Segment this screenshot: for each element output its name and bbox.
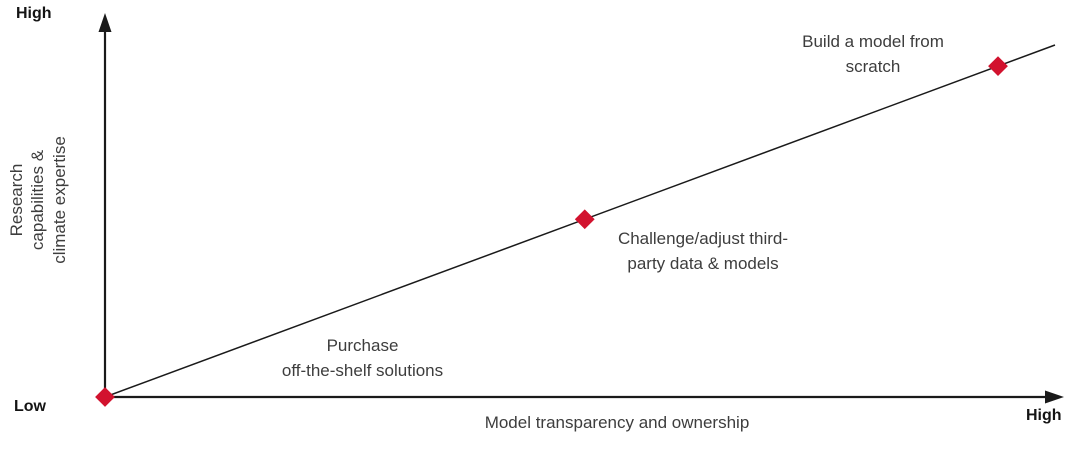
point-label-purchase-off-the-shelf: Purchase off-the-shelf solutions [281, 336, 444, 380]
x-axis-high-label: High [1026, 407, 1062, 424]
data-point-diamond-marker [988, 56, 1008, 77]
y-axis-title: Research capabilities & climate expertis… [7, 136, 69, 264]
x-axis-arrowhead-icon [1045, 390, 1064, 404]
point-label-challenge-adjust-third-party: Challenge/adjust third- party data & mod… [617, 229, 789, 273]
y-axis-arrowhead-icon [98, 13, 112, 32]
data-point-diamond-marker [95, 387, 115, 407]
origin-low-label: Low [14, 398, 46, 415]
point-label-build-model-from-scratch: Build a model from scratch [802, 32, 944, 76]
x-axis-title: Model transparency and ownership [484, 413, 750, 432]
y-axis-high-label: High [16, 5, 52, 22]
data-point-diamond-marker [574, 209, 595, 230]
